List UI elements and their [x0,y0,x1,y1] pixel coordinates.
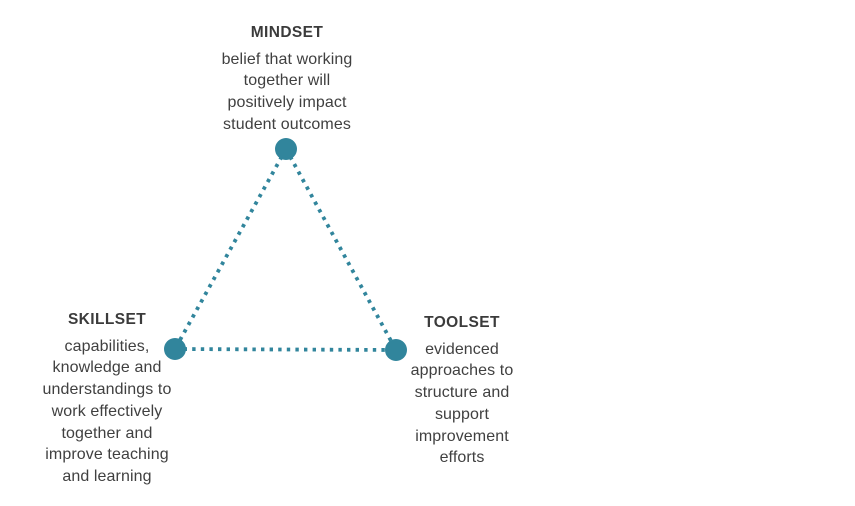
toolset-title: TOOLSET [424,314,500,331]
edge-mindset-toolset [284,148,398,351]
skillset-description-line: capabilities, [64,337,150,355]
toolset-description-line: evidenced [425,340,499,358]
skillset-description-line: improve teaching [45,446,169,464]
toolset-description-line: structure and [414,384,510,402]
mindset-node-dot [275,138,297,160]
toolset-label-group: TOOLSET evidenced approaches to structur… [397,312,527,469]
skillset-node-dot [164,338,186,360]
skillset-title: SKILLSET [67,311,147,328]
mindset-title: MINDSET [250,24,324,41]
mindset-description-line: together will [243,72,331,90]
edge-mindset-skillset [173,148,288,350]
edge-skillset-toolset [174,347,397,352]
mindset-description-line: belief that working [221,50,353,68]
skillset-label-group: SKILLSET capabilities, knowledge and und… [17,309,197,488]
toolset-description-line: approaches to [410,362,514,380]
mindset-description-line: student outcomes [223,115,351,133]
mindset-label-group: MINDSET belief that working together wil… [177,22,397,136]
skillset-description-line: work effectively [51,402,163,420]
mindset-description-line: positively impact [227,94,347,112]
toolset-description-line: efforts [439,449,485,467]
toolset-description-line: improvement [415,427,509,445]
skillset-description-line: knowledge and [52,359,162,377]
toolset-description-line: support [434,405,490,423]
skillset-description-line: and learning [62,467,152,485]
skillset-description-line: understandings to [42,381,172,399]
skillset-description-line: together and [61,424,153,442]
toolset-node-dot [385,339,407,361]
